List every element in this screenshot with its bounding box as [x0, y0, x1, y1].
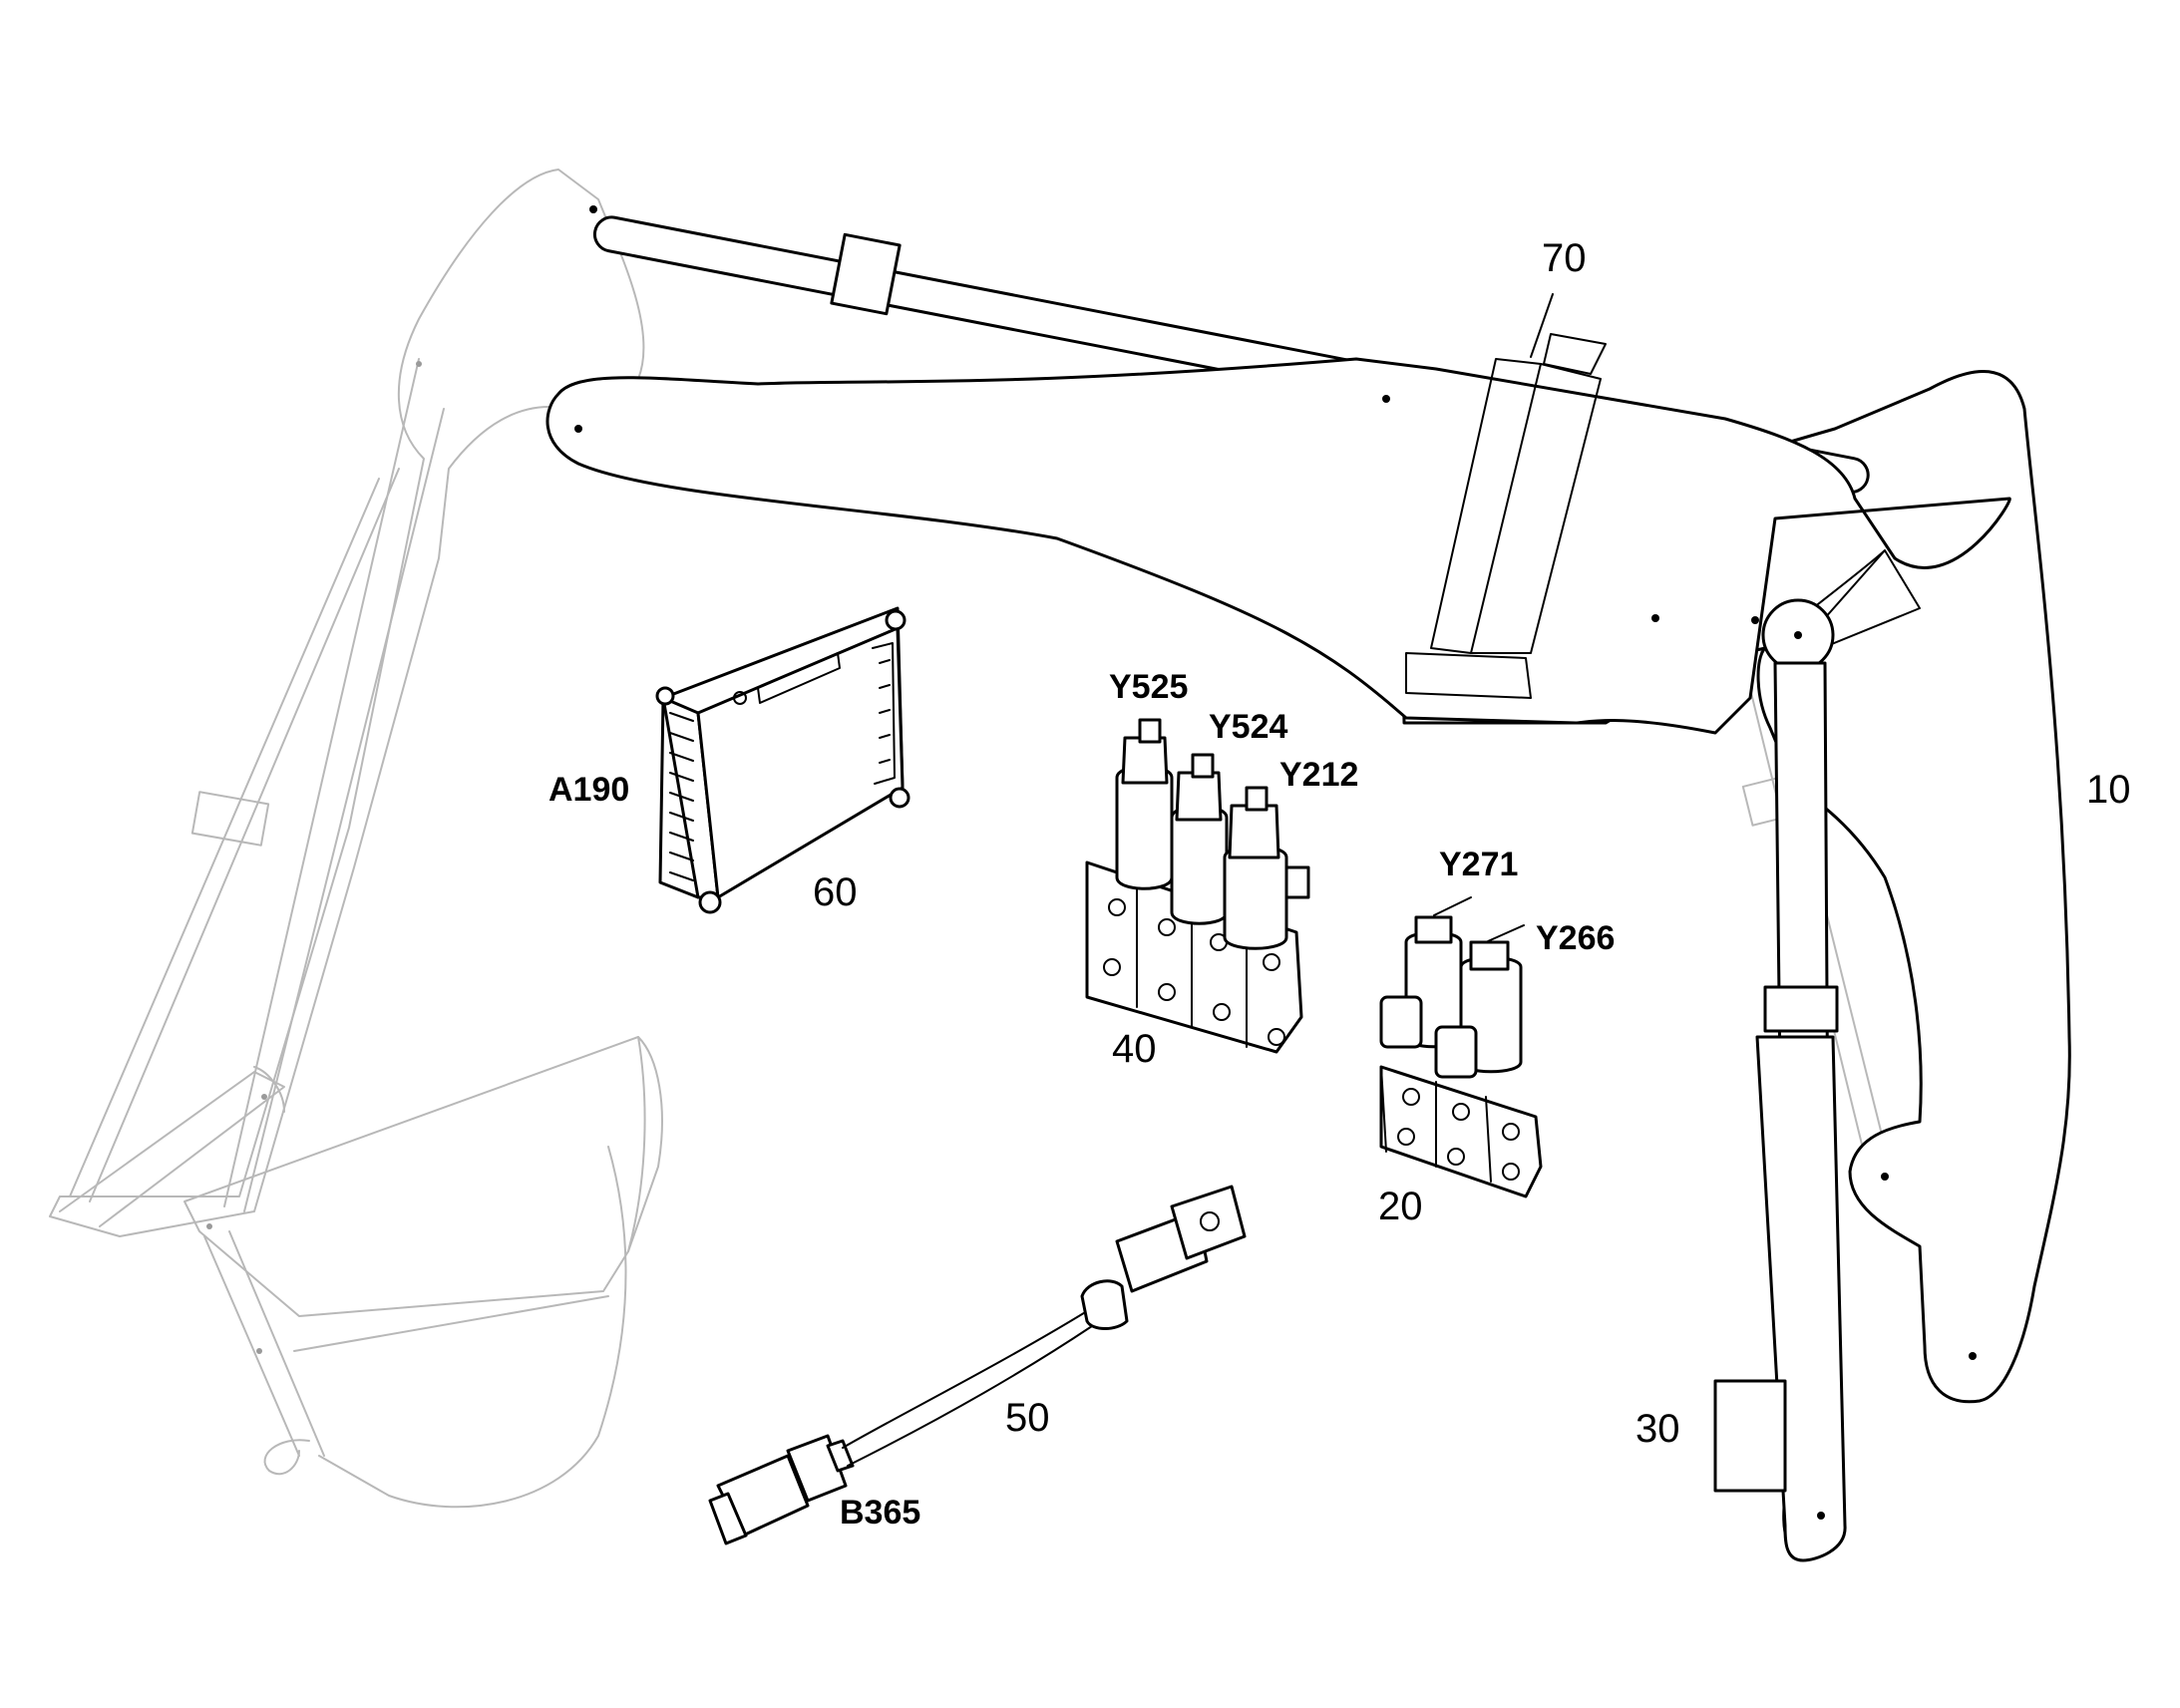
label-y266: Y266 [1536, 919, 1615, 957]
heatsink-fins [669, 712, 694, 881]
callout-60: 60 [813, 870, 858, 914]
callout-40: 40 [1112, 1027, 1157, 1071]
ghost-stick-and-bucket [49, 169, 1886, 1509]
label-a190: A190 [548, 771, 629, 809]
callout-50: 50 [1005, 1396, 1050, 1440]
cylinder-part-30 [1713, 598, 1847, 1562]
label-y524: Y524 [1209, 708, 1287, 746]
callout-10: 10 [2086, 768, 2131, 812]
valve-block-part-20 [1379, 896, 1543, 1198]
callout-20: 20 [1378, 1185, 1423, 1228]
callout-30: 30 [1635, 1407, 1680, 1451]
leader-line-70 [1530, 293, 1554, 358]
label-y525: Y525 [1109, 668, 1188, 706]
label-y271: Y271 [1439, 846, 1518, 883]
callout-70: 70 [1542, 236, 1587, 280]
valve-block-part-40 [1085, 718, 1310, 1054]
cylinder-part-70 [545, 205, 2011, 735]
label-y212: Y212 [1279, 756, 1358, 794]
control-unit-part-60 [655, 606, 910, 914]
label-b365: B365 [840, 1494, 920, 1532]
pressure-sensor-part-50 [708, 1185, 1247, 1545]
